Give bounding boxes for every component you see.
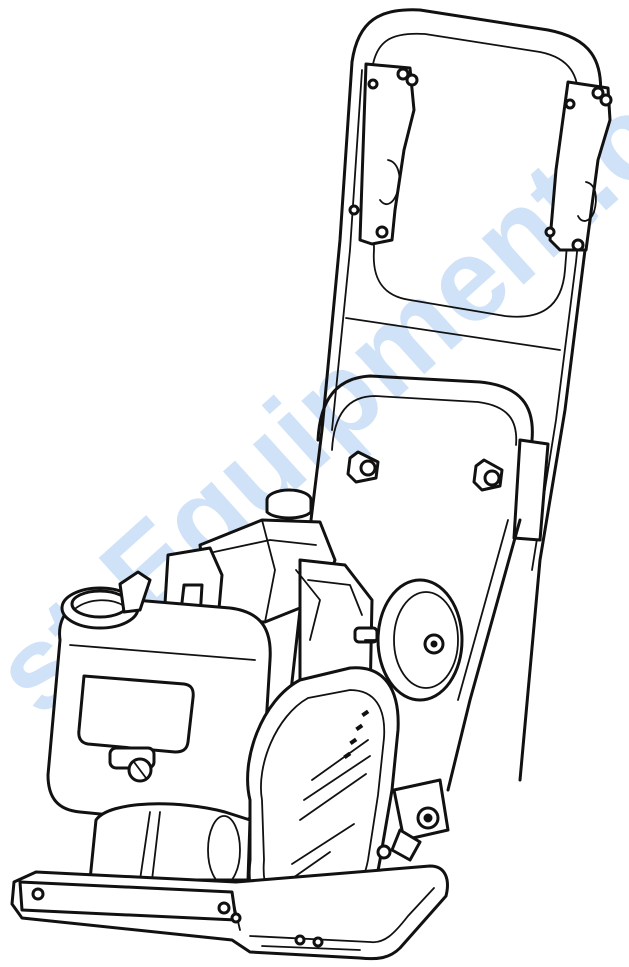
handle-pivot — [390, 778, 450, 862]
fuel-tank — [46, 570, 272, 828]
handle-knob-left — [346, 450, 380, 484]
exciter-housing — [88, 802, 252, 885]
base-plate — [10, 864, 449, 961]
transport-wheel — [364, 578, 464, 702]
handle-knob-right — [472, 458, 504, 492]
handle-frame — [288, 8, 613, 792]
